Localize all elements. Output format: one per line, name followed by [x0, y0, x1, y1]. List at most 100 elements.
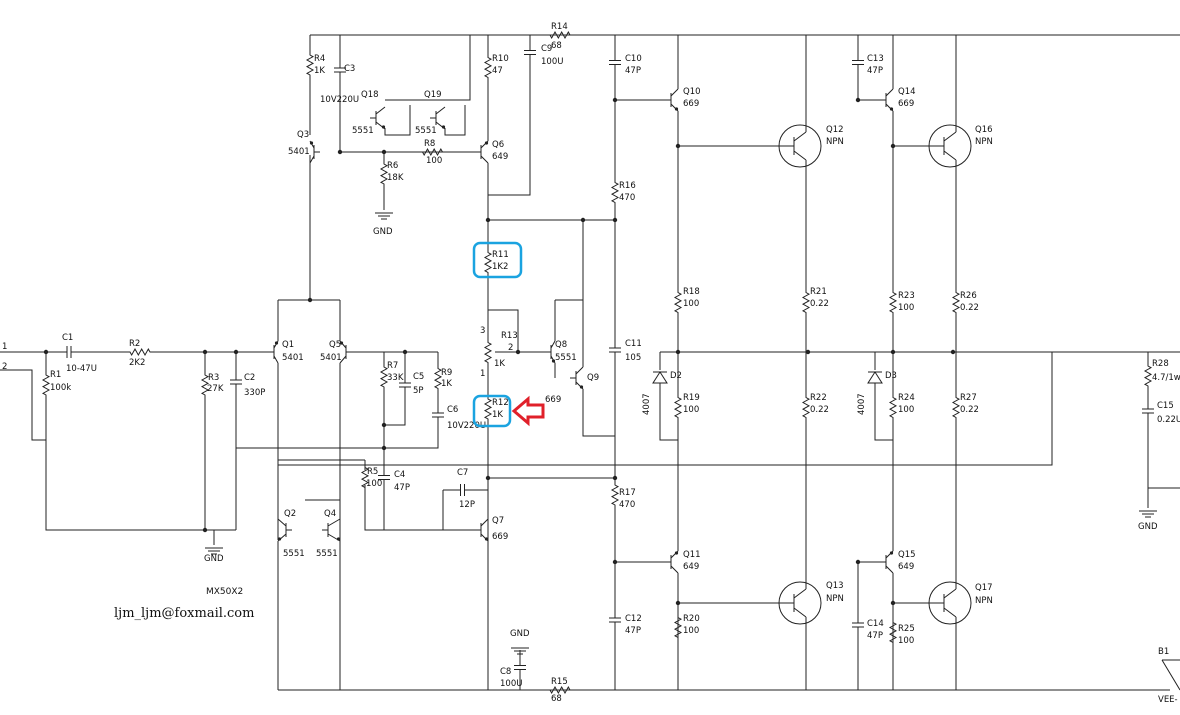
r18-label: R18 — [683, 287, 700, 297]
r21-value: 0.22 — [810, 299, 829, 309]
r23-value: 100 — [898, 303, 914, 313]
r13-label: R13 — [501, 331, 518, 341]
r8-label: R8 — [424, 139, 435, 149]
q16-label: Q16 — [975, 125, 993, 135]
q4-body — [322, 518, 341, 542]
r6-value: 18K — [387, 173, 404, 183]
c10-label: C10 — [625, 54, 642, 64]
c5-label: C5 — [413, 372, 424, 382]
wire — [364, 485, 475, 531]
gnd-c8 — [511, 647, 529, 655]
q18-body — [370, 106, 386, 130]
r15-label: R15 — [551, 677, 568, 687]
r2-body — [125, 347, 155, 357]
r24-value: 100 — [898, 405, 914, 415]
r20-label: R20 — [683, 614, 700, 624]
r26-value: 0.22 — [960, 303, 979, 313]
d2-label: D2 — [670, 371, 682, 381]
c14-label: C14 — [867, 619, 884, 629]
junction-dot — [233, 349, 239, 355]
r17-label: R17 — [619, 488, 636, 498]
q19-body — [430, 106, 446, 130]
input-pin-2: 2 — [2, 362, 7, 372]
q12-label: Q12 — [826, 125, 844, 135]
wire — [487, 275, 519, 352]
r9-body — [433, 365, 443, 392]
c13-body — [852, 55, 864, 70]
q10-body-arrow — [674, 107, 679, 111]
left-arrow-icon — [511, 395, 545, 427]
gnd-r1 — [205, 547, 223, 555]
wire — [384, 395, 406, 426]
c8-value: 100U — [500, 679, 522, 689]
q11-body-arrow — [674, 551, 679, 555]
r22-value: 0.22 — [810, 405, 829, 415]
r15-value: 68 — [551, 694, 562, 704]
r5-value: 100 — [366, 479, 382, 489]
q5-body-arrow — [339, 341, 344, 345]
q12-value: NPN — [826, 137, 844, 147]
r2-value: 2K2 — [129, 358, 145, 368]
r16-body — [610, 180, 620, 205]
junction-dot — [675, 349, 681, 355]
c2-label: C2 — [244, 373, 255, 383]
r16-value: 470 — [619, 193, 635, 203]
q18-body-arrow — [381, 125, 386, 129]
q19-body-arrow — [441, 125, 446, 129]
q11-label: Q11 — [683, 550, 701, 560]
r21-label: R21 — [810, 287, 827, 297]
q8-label: Q8 — [555, 340, 567, 350]
c7-label: C7 — [457, 468, 468, 478]
wire — [45, 400, 236, 531]
wire — [488, 60, 531, 196]
c10-value: 47P — [625, 66, 641, 76]
q17-label: Q17 — [975, 583, 993, 593]
q15-body-arrow — [889, 551, 894, 555]
q13-value: NPN — [826, 594, 844, 604]
component-labels: R1R2R3R4R5R6R7R8R9R10R11R12R13R14R15R16R… — [2, 22, 1180, 705]
r5-body — [360, 466, 370, 489]
r25-body — [888, 620, 898, 645]
q15-value: 649 — [898, 562, 914, 572]
q19-value: 5551 — [415, 126, 437, 136]
wire — [300, 425, 439, 449]
c4-label: C4 — [394, 470, 405, 480]
q9-value: 669 — [545, 395, 561, 405]
r20-body — [673, 615, 683, 640]
schematic-title: MX50X2 — [206, 587, 243, 597]
gnd-c3 — [375, 212, 393, 220]
r20-value: 100 — [683, 626, 699, 636]
r26-body — [951, 290, 961, 315]
junction-dot — [485, 475, 491, 481]
c15-value: 0.22U — [1157, 415, 1180, 425]
junction-dot — [202, 349, 208, 355]
junction-dot — [612, 97, 618, 103]
q13-label: Q13 — [826, 581, 844, 591]
q10-value: 669 — [683, 99, 699, 109]
gnd-label-r1: GND — [204, 554, 224, 564]
r25-value: 100 — [898, 636, 914, 646]
r28-body — [1143, 362, 1153, 390]
q12 — [780, 131, 807, 161]
q1-body — [268, 340, 279, 364]
r7-label: R7 — [387, 361, 398, 371]
b1-label: B1 — [1158, 647, 1169, 657]
q17-value: NPN — [975, 596, 993, 606]
c9-label: C9 — [541, 44, 552, 54]
q3-body-arrow — [309, 141, 314, 145]
c1-value: 10-47U — [66, 364, 97, 374]
r24-body — [888, 395, 898, 420]
r14-label: R14 — [551, 22, 568, 32]
r4-body — [305, 50, 315, 80]
c9-body — [524, 45, 536, 60]
q19-label: Q19 — [424, 90, 442, 100]
junction-dot — [515, 349, 521, 355]
c6-value: 10V220U — [447, 421, 486, 431]
d3-label: D3 — [885, 371, 897, 381]
wire — [0, 369, 46, 441]
q8-body-arrow — [551, 359, 556, 363]
wire — [278, 352, 1053, 466]
r27-body — [951, 395, 961, 420]
c11-value: 105 — [625, 353, 641, 363]
